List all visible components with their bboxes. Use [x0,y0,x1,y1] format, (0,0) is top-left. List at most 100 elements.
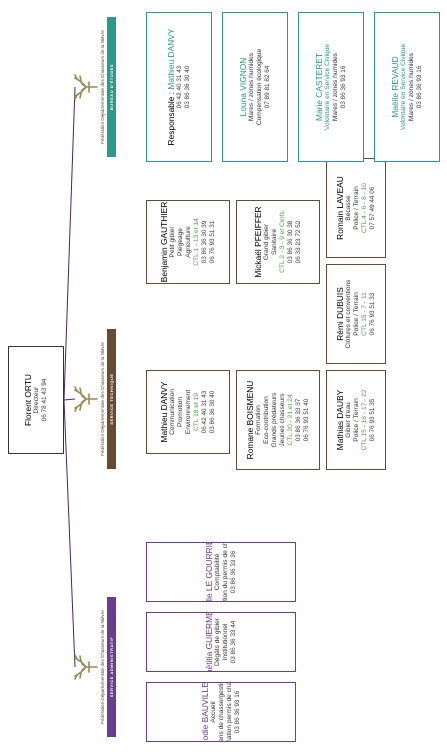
staff-name: Mathieu DANVY [159,381,169,443]
staff-duty: Petit gibier [169,226,177,258]
staff-duty: Police / Terrain [353,398,361,442]
staff-duty: Grand gibier [263,223,271,261]
antler-stroke [79,404,82,411]
staff-duty: Dégâts de gibier [214,617,222,667]
staff-duty: Jeunes chasseurs [279,393,287,447]
antler-stroke [81,395,87,400]
staff-name: Romain LAVEAU [334,176,345,240]
responsible-name: Mathieu DANVY [166,28,177,90]
staff-duty: Sanitaire [271,228,279,256]
federation-name: Fédération Départementale des Chasseurs … [100,610,105,724]
staff-phone: 07 89 81 82 64 [264,65,272,109]
service-band-tech: SERVICE TECHNIQUE [107,329,116,469]
director-role: Directeur [33,386,41,414]
staff-duty: Mares / zones humides [332,52,340,122]
staff-phone: 03 86 36 93 16 [234,690,242,734]
ctl-label: CTL 4 - 6 - 8 - 10 [361,183,369,233]
staff-box-study: Maëlle REVAUD Volontaire en Service Civi… [374,12,440,162]
director-box: Florent ORTU Directeur 06 78 41 43 94 [8,346,64,454]
emblem-tech: Fédération Départementale des Chasseurs … [73,324,129,474]
antler-stroke [81,83,87,88]
antler-stroke [79,92,82,99]
staff-duty: Grands prédateurs [271,392,279,448]
antler-stroke [79,387,82,394]
staff-phone: 06 76 93 51 35 [369,398,377,442]
staff-duty: Compensation écologique [256,48,264,126]
staff-box-tech: Benjamin GAUTHIER Petit gibier Piégeage … [146,200,230,284]
antlers-logo-icon [74,654,98,680]
director-name: Florent ORTU [22,374,33,426]
staff-phone: 03 86 36 30 40 [184,65,192,109]
staff-duty: Police / Terrain [353,292,361,336]
emblem-study: Fédération Départementale des Chasseurs … [73,12,129,162]
staff-name: Rémi DUBUIS [334,287,345,341]
antlers-logo-icon [74,386,98,412]
staff-duty: Validation du permis de chasser [222,542,230,602]
federation-name: Fédération Départementale des Chasseurs … [100,30,105,144]
staff-phone: 06 76 93 51 40 [303,398,311,442]
staff-phone: 06 33 23 72 52 [295,220,303,264]
antler-stroke [74,74,78,80]
antler-stroke [74,386,78,392]
staff-box-tech: Mickaël PFEIFFER Grand gibier Sanitaire … [236,200,320,284]
antler-stroke [81,398,87,403]
staff-duty: Eco-contribution [263,396,271,444]
staff-name: Marie CASTERET [313,53,324,121]
staff-phone: 03 86 36 93 16 [416,65,424,109]
staff-duty: Agriculture [185,226,193,258]
staff-name: Louna VIGNON [237,57,248,117]
staff-box-tech: Mathias DAUBY Gibier d'eau Police / Terr… [326,370,386,470]
antlers-logo-icon [74,74,98,100]
staff-duty: Communication [169,389,177,435]
staff-phone: 03 86 36 33 44 [230,620,238,664]
staff-name: Benjamin GAUTHIER [159,201,169,283]
staff-box-tech: Mathieu DANVY Communication Promotion En… [146,370,230,454]
staff-box-admin: Laëtitia GUIERMET Dégâts de gibier Insti… [146,612,296,672]
ctl-label: CTL 2 - 3 - 9 et Cerfs [279,211,287,273]
staff-duty: Clôtures et conventions [345,279,353,349]
staff-duty: Plans de chasse/gestion [218,682,226,742]
staff-phone: 06 42 40 31 43 [176,65,184,109]
antler-stroke [81,86,87,91]
staff-name: Mathias DAUBY [334,389,345,451]
federation-name: Fédération Départementale des Chasseurs … [100,342,105,456]
ctl-label: CTL 20 - 21 et 24 [287,394,295,446]
staff-duty: Formation [255,405,263,435]
staff-duty: Gibier d'eau [345,402,353,438]
staff-duty: Police / Terrain [353,186,361,230]
staff-phone: 03 86 36 30 39 [201,220,209,264]
staff-phone: 03 86 36 93 16 [340,65,348,109]
director-phone: 06 78 41 43 94 [41,378,49,422]
emblem-admin: Fédération Départementale des Chasseurs … [73,592,129,742]
antler-stroke [79,655,82,662]
service-band-admin: SERVICE ADMINISTRATIF [107,597,116,737]
service-band-study: BUREAU D'ÉTUDES [107,17,116,157]
staff-duty: Formation permis de chasser [226,682,234,742]
staff-phone: 06 76 93 51 31 [209,220,217,264]
staff-name: Elodie BAUVILLER [199,682,210,742]
ctl-label: CTL 1 - 13 et 14 [193,218,201,266]
antler-stroke [81,663,87,668]
staff-box-tech: Romane BOISMENU Formation Eco-contributi… [236,370,320,470]
staff-phone: 03 86 36 30 38 [287,220,295,264]
staff-subtitle: Volontaire en Service Civique [324,43,332,131]
staff-box-study: Responsable : Mathieu DANVY 06 42 40 31 … [146,12,212,162]
staff-duty: Accueil [210,701,218,723]
staff-duty: Promotion [177,396,185,428]
ctl-label: CTL 15 - 7 - 11 [361,292,369,336]
staff-duty: Piégeage [177,228,185,256]
staff-duty: Mares / zones humides [248,52,256,122]
antler-stroke [79,75,82,82]
staff-name: Laëtitia GUIERMET [203,612,214,672]
connector-line [63,399,76,668]
staff-duty: Institutionnel [222,623,230,661]
connector-line [63,398,76,401]
staff-phone: 03 86 36 33 36 [230,550,238,594]
staff-name: Isabelle LE GOURRIEREC [203,542,214,602]
staff-box-study: Marie CASTERET Volontaire en Service Civ… [298,12,364,162]
staff-subtitle: Volontaire en Service Civique [400,43,408,131]
antler-stroke [74,94,78,100]
staff-phone: 06 42 40 31 43 [201,390,209,434]
